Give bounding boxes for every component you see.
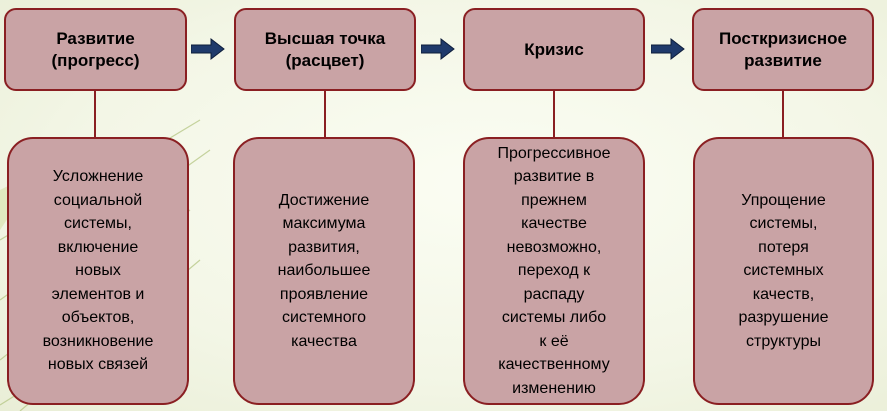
stage-4-connector <box>782 91 784 137</box>
stage-2-description: Достижение максимума развития, наибольше… <box>277 191 371 350</box>
stage-4-description-box: Упрощение системы, потеря системных каче… <box>693 137 874 405</box>
stage-2-title: Высшая точка (расцвет) <box>264 28 386 70</box>
stage-1-connector <box>94 91 96 137</box>
stage-3-title: Кризис <box>524 39 584 59</box>
right-arrow-icon <box>651 37 685 61</box>
stage-1-title: Развитие (прогресс) <box>51 28 140 70</box>
stage-1-description: Усложнение социальной системы, включение… <box>42 168 154 374</box>
stage-4-description: Упрощение системы, потеря системных каче… <box>738 191 829 350</box>
stage-2-connector <box>324 91 326 137</box>
stage-2-description-box: Достижение максимума развития, наибольше… <box>233 137 415 405</box>
stage-4-title: Посткризисное развитие <box>719 28 847 70</box>
right-arrow-icon <box>191 37 225 61</box>
stage-2-title-box: Высшая точка (расцвет) <box>234 8 416 91</box>
stage-3-description: Прогрессивное развитие в прежнем качеств… <box>497 144 611 397</box>
right-arrow-icon <box>421 37 455 61</box>
stage-4-title-box: Посткризисное развитие <box>692 8 874 91</box>
stage-3-title-box: Кризис <box>463 8 645 91</box>
stage-3-connector <box>553 91 555 137</box>
stage-1-title-box: Развитие (прогресс) <box>4 8 187 91</box>
stage-1-description-box: Усложнение социальной системы, включение… <box>7 137 189 405</box>
stage-3-description-box: Прогрессивное развитие в прежнем качеств… <box>463 137 645 405</box>
